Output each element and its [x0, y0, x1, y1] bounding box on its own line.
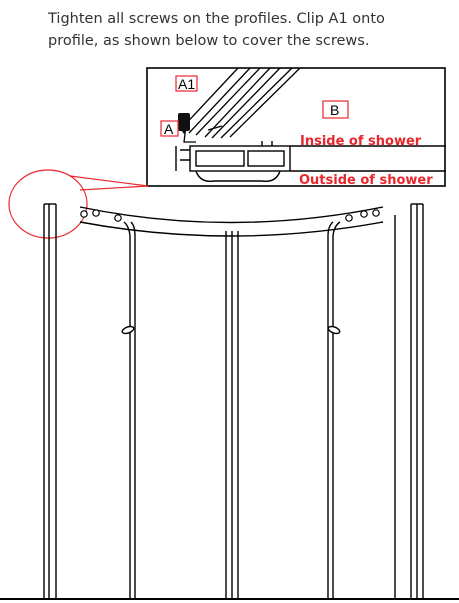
detail-callout: A1 A B Inside of shower Outside of showe… [146, 67, 446, 188]
zoom-indicator [8, 169, 149, 239]
bracket-hole-icon [345, 214, 353, 222]
zoom-circle [8, 169, 88, 239]
right-handle-icon [327, 325, 341, 335]
label-a1-box [175, 75, 198, 92]
bracket-hole-icon [92, 209, 100, 217]
zoom-leader-bottom [79, 185, 149, 191]
instruction-text: Tighten all screws on the profiles. Clip… [48, 8, 453, 52]
shower-enclosure [0, 203, 459, 600]
bracket-hole-icon [80, 210, 88, 218]
label-a-box [160, 120, 179, 137]
left-handle-icon [121, 325, 135, 335]
profile-a1-drawing [179, 67, 301, 143]
base-profile-drawing [175, 141, 446, 182]
screw-icon [178, 113, 190, 134]
label-b-box [322, 100, 349, 119]
instruction-line-1: Tighten all screws on the profiles. Clip… [48, 11, 385, 27]
bracket-hole-icon [372, 209, 380, 217]
label-b: B [330, 102, 339, 118]
inside-of-shower-label: Inside of shower [300, 134, 422, 149]
label-a: A [164, 121, 174, 137]
instruction-line-2: profile, as shown below to cover the scr… [48, 33, 370, 49]
roller-holes [80, 209, 380, 222]
outside-of-shower-label: Outside of shower [299, 173, 433, 188]
label-a1: A1 [178, 76, 195, 92]
bracket-hole-icon [360, 210, 368, 218]
bracket-hole-icon [114, 214, 122, 222]
zoom-leader-top [69, 175, 149, 187]
door-handles [121, 325, 341, 335]
